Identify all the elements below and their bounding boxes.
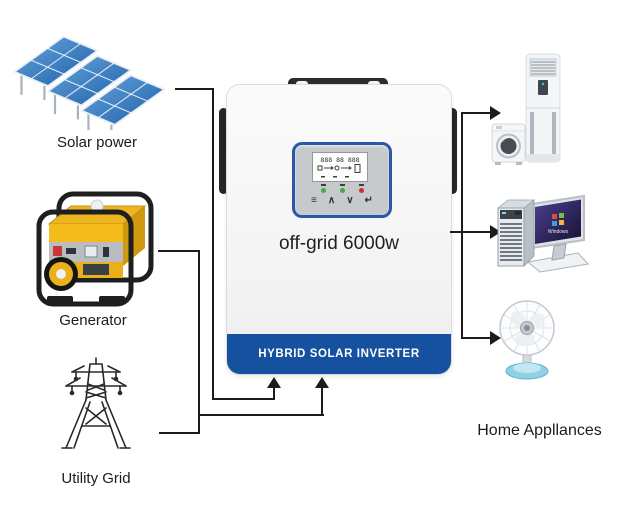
wire-solar-arrow-stem: [273, 386, 275, 400]
generator-illustration: [36, 191, 154, 307]
down-button: ∨: [346, 195, 354, 206]
enter-button: ↵: [364, 195, 373, 206]
generator-icon: [36, 191, 154, 307]
lcd-screen: 888 88 888: [312, 152, 368, 182]
lcd-graphics: 888 88 888: [317, 156, 361, 178]
inverter-control-panel: 888 88 888: [292, 142, 392, 218]
led-indicator-row: [295, 184, 389, 193]
windows-logo-icon: [552, 213, 564, 226]
led-indicator: [320, 184, 326, 193]
home-appliances-label: Home Appllances: [477, 422, 602, 439]
inverter-model-label: off-grid 6000w: [278, 233, 400, 254]
monitor-brand-label: Windows: [548, 229, 569, 235]
solar-panel-icon: [12, 35, 167, 130]
panel-button-row: ≡ ∧ ∨ ↵: [295, 195, 389, 207]
washing-machine-icon: [491, 123, 526, 165]
up-button: ∧: [327, 195, 336, 206]
solar-panels-illustration: [12, 35, 167, 130]
table-fan-illustration: [499, 300, 555, 380]
wire-solar-vertical: [212, 88, 214, 400]
status-led-icon: [339, 188, 345, 193]
arrow-solar-into-inverter-icon: [267, 377, 281, 388]
led-mark: [339, 184, 345, 186]
air-conditioner-icon: [525, 53, 561, 163]
utility-grid-illustration: [61, 357, 131, 449]
lcd-readout: 888 88 888: [320, 156, 359, 164]
wire-solar-horizontal: [175, 88, 214, 90]
wire-generator-horizontal: [158, 250, 200, 252]
wire-merged-bottom: [198, 414, 324, 416]
status-led-icon: [320, 188, 326, 193]
desktop-computer-illustration: Windows: [496, 194, 589, 273]
wire-solar-bottom: [212, 398, 275, 400]
arrow-to-computer-icon: [490, 225, 501, 239]
inverter-unit: 888 88 888: [226, 84, 452, 375]
led-mark: [358, 184, 364, 186]
arrow-grid-into-inverter-icon: [315, 377, 329, 388]
status-led-icon: [358, 188, 364, 193]
wire-generator-vertical: [198, 250, 200, 434]
arrow-to-fan-icon: [490, 331, 501, 345]
table-fan-icon: [499, 300, 555, 380]
air-conditioner-illustration: [491, 53, 561, 165]
wire-output-bottom: [461, 337, 490, 339]
led-indicator: [358, 184, 364, 193]
wire-merged-arrow-stem: [321, 386, 323, 416]
solar-power-label: Solar power: [56, 134, 138, 151]
generator-label: Generator: [59, 312, 127, 329]
desktop-computer-icon: Windows: [496, 194, 589, 273]
heatsink-tab-right: [448, 108, 457, 194]
menu-button: ≡: [311, 195, 317, 206]
wire-output-top: [461, 112, 490, 114]
transmission-tower-icon: [61, 357, 131, 449]
utility-grid-label: Utility Grid: [61, 470, 131, 487]
wire-utility-horizontal: [159, 432, 200, 434]
wire-output-trunk: [461, 112, 463, 339]
inverter-banner-label: HYBRID SOLAR INVERTER: [258, 348, 420, 360]
inverter-banner: HYBRID SOLAR INVERTER: [227, 334, 451, 374]
led-mark: [320, 184, 326, 186]
led-indicator: [339, 184, 345, 193]
heatsink-tab-left: [219, 108, 228, 194]
arrow-to-air-conditioner-icon: [490, 106, 501, 120]
wire-output-middle: [450, 231, 490, 233]
